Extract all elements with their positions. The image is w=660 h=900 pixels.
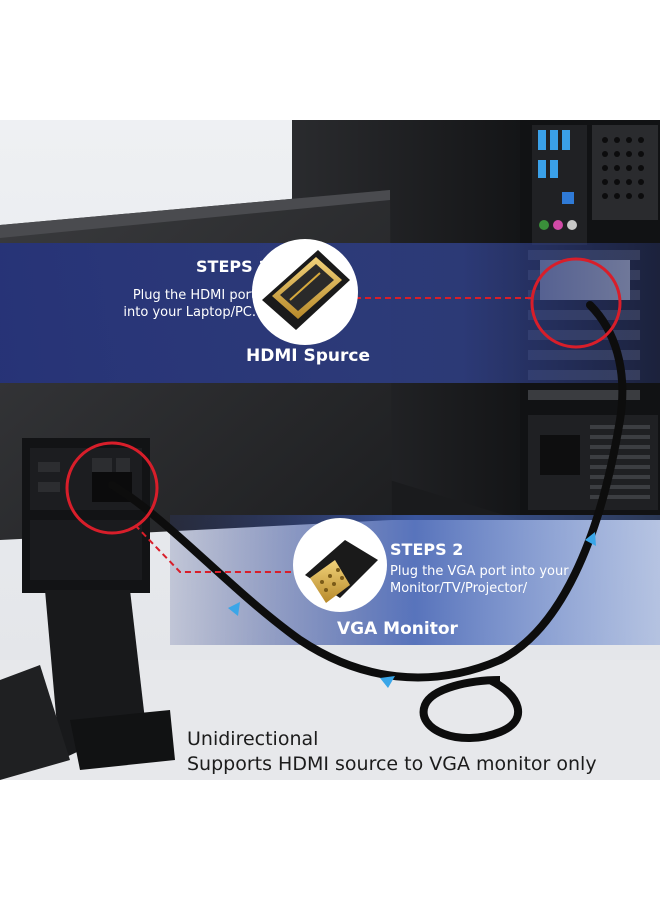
caption-line1: Unidirectional <box>187 728 319 750</box>
step2-label: VGA Monitor <box>337 619 458 639</box>
pc-port-highlight-circle <box>530 257 622 349</box>
product-scene: STEPS 1 Plug the HDMI port into your Lap… <box>0 120 660 780</box>
hdmi-connector-icon <box>252 239 358 345</box>
step2-text-line2: Monitor/TV/Projector/ <box>390 581 528 596</box>
step2-banner <box>170 515 660 645</box>
monitor-port-highlight-circle <box>65 441 159 535</box>
step1-title: STEPS 1 <box>196 257 270 276</box>
step1-text-line1: Plug the HDMI port <box>132 288 256 303</box>
setup-illustration <box>0 120 660 780</box>
step2-text-line1: Plug the VGA port into your <box>390 564 569 579</box>
caption-line2: Supports HDMI source to VGA monitor only <box>187 753 597 775</box>
vga-connector-icon <box>293 518 387 612</box>
hdmi-vga-cable <box>108 301 627 682</box>
step1-label: HDMI Spurce <box>246 346 371 366</box>
step1-text-line2: into your Laptop/PC. <box>123 305 256 320</box>
step2-title: STEPS 2 <box>390 540 464 559</box>
